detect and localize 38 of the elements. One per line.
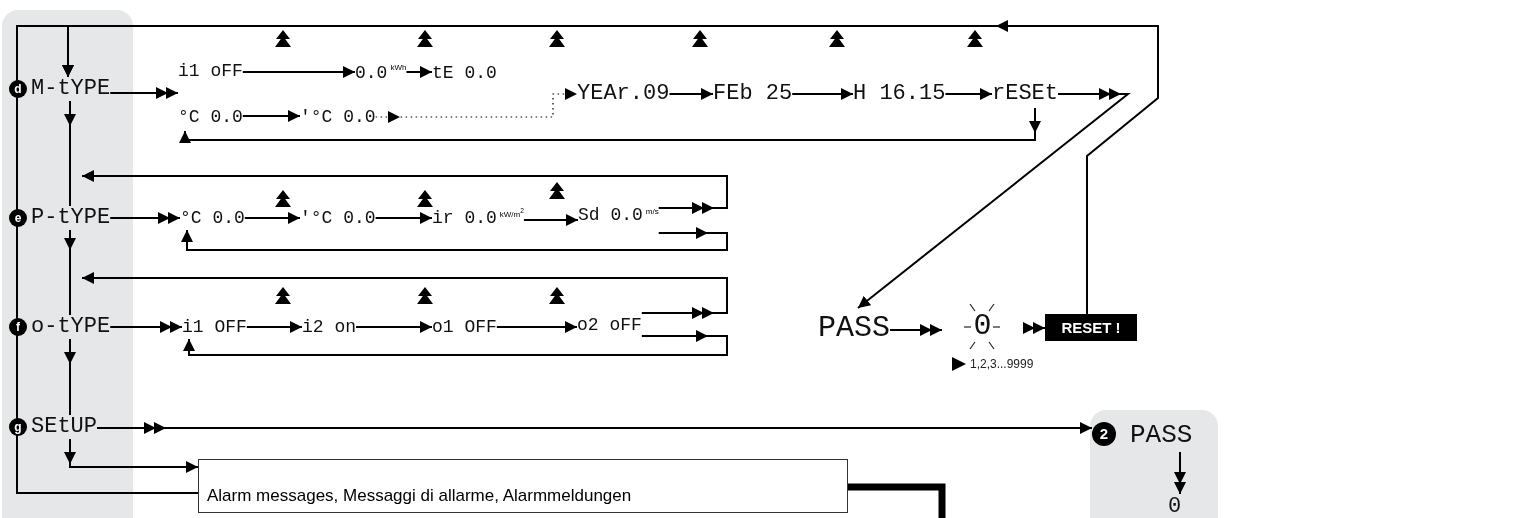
reset-label: RESET ! — [1045, 314, 1137, 341]
display-text: °C 0.0 — [178, 108, 243, 126]
step-badge: f — [9, 318, 27, 336]
display-text: i1 OFF — [182, 318, 247, 336]
display-text: o-tYPE — [31, 316, 111, 338]
display-text: FEb 25 — [713, 83, 793, 105]
unit-label: kW/m$^{2}$ — [499, 207, 524, 219]
message-box: Alarm messages, Messaggi di allarme, Alarmmeldungen — [198, 459, 848, 513]
display-text: 0 — [973, 311, 992, 341]
display-text: tE 0.0 — [432, 64, 497, 82]
step-badge: 2 — [1092, 422, 1116, 446]
display-text: P-tYPE — [31, 207, 111, 229]
display-text: PASS — [1130, 422, 1193, 448]
display-text: ir 0.0 — [432, 209, 497, 227]
unit-label: kWh — [390, 63, 407, 72]
display-text: 0 — [1168, 496, 1182, 518]
display-text: o2 oFF — [577, 316, 642, 334]
display-text: o1 OFF — [432, 318, 497, 336]
menu-panel — [1090, 410, 1218, 518]
display-text: SEtUP — [31, 416, 97, 438]
display-text: 0.0 — [355, 64, 388, 82]
display-text: '°C 0.0 — [300, 209, 376, 227]
value-range-label: 1,2,3...9999 — [970, 357, 1034, 371]
display-text: i2 on — [302, 318, 356, 336]
display-text: rESEt — [992, 83, 1058, 105]
display-text: YEAr.09 — [577, 83, 670, 105]
unit-label: m/s — [645, 207, 659, 216]
step-badge: g — [9, 418, 27, 436]
menu-panel — [2, 10, 133, 518]
display-text: '°C 0.0 — [300, 108, 376, 126]
display-text: Sd 0.0 — [578, 206, 643, 224]
display-text: PASS — [818, 313, 890, 343]
step-badge: e — [9, 209, 27, 227]
display-text: °C 0.0 — [180, 209, 245, 227]
step-badge: d — [9, 80, 27, 98]
display-text: H 16.15 — [853, 83, 946, 105]
display-text: i1 oFF — [178, 62, 243, 80]
display-text: M-tYPE — [31, 78, 111, 100]
